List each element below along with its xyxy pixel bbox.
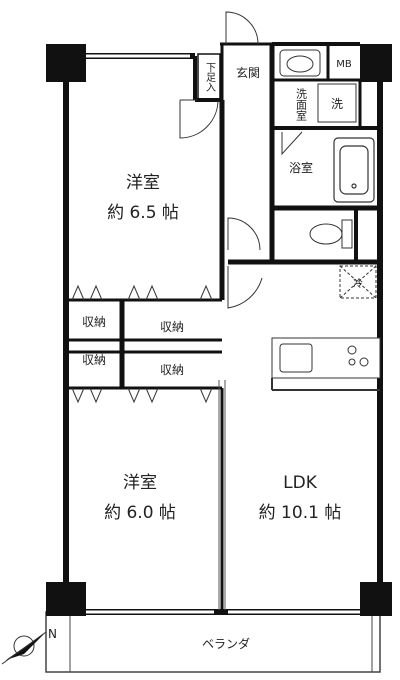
doors xyxy=(179,11,303,309)
balcony-label: ベランダ xyxy=(202,636,250,651)
storage-label-2: 収納 xyxy=(160,320,184,334)
closet-doors xyxy=(71,284,213,404)
fridge-label: 冷 xyxy=(353,277,363,290)
interior-walls xyxy=(66,42,380,612)
structural-columns xyxy=(46,44,392,616)
balcony xyxy=(45,611,381,673)
storage-label-3: 収納 xyxy=(82,353,106,367)
washing-machine-space xyxy=(317,83,357,123)
washer-label: 洗 xyxy=(331,97,343,111)
storage-label-1: 収納 xyxy=(82,315,106,329)
washroom-label: 洗面室 xyxy=(295,88,308,121)
western-room-1-size: 約 6.5 帖 xyxy=(107,203,179,223)
entrance-label: 玄関 xyxy=(236,65,260,80)
shoe-box xyxy=(197,53,221,101)
sliding-door xyxy=(218,380,226,610)
ldk-name: LDK xyxy=(283,473,318,493)
shoe-box-label: 下足入 xyxy=(204,62,216,92)
toilet xyxy=(309,219,353,249)
ldk-size: 約 10.1 帖 xyxy=(259,503,342,523)
storage-label-4: 収納 xyxy=(160,363,184,377)
compass: N xyxy=(1,627,57,665)
meter-box-label: MB xyxy=(336,59,352,70)
compass-north-label: N xyxy=(48,627,57,641)
bathtub xyxy=(333,137,375,203)
bathroom-label: 浴室 xyxy=(289,160,313,175)
western-room-2-size: 約 6.0 帖 xyxy=(104,503,176,523)
kitchen-counter xyxy=(271,337,381,391)
western-room-2-name: 洋室 xyxy=(123,473,157,493)
western-room-1-name: 洋室 xyxy=(126,173,160,193)
fridge-space xyxy=(339,265,377,299)
washbasin xyxy=(279,49,321,77)
